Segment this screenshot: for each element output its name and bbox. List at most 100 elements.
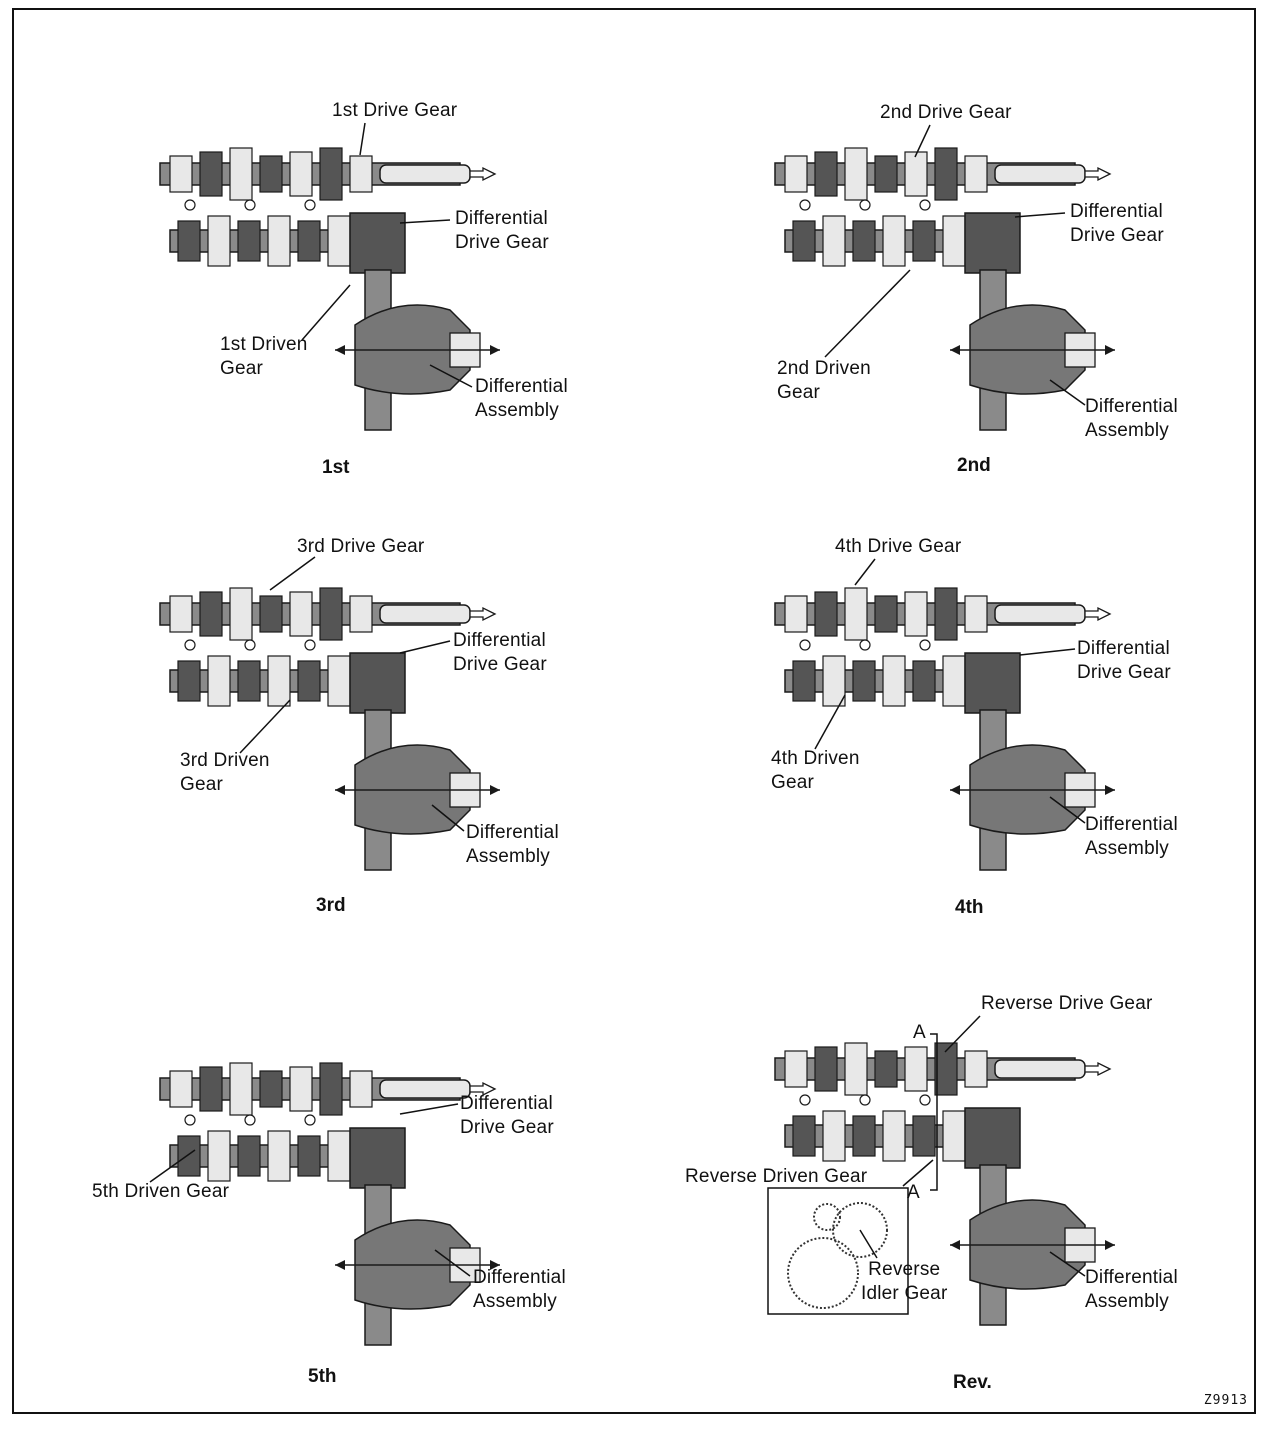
axle-arrow-right-icon — [1105, 345, 1115, 355]
transaxle-drawing-reverse — [774, 1042, 1115, 1326]
input-gear — [169, 595, 193, 633]
input-gear — [844, 587, 868, 641]
bearing-detail — [859, 639, 871, 651]
output-gear — [237, 1135, 261, 1177]
input-gear — [199, 151, 223, 197]
input-gear — [289, 1066, 313, 1112]
output-gear — [177, 1135, 201, 1177]
differential-drive-gear — [964, 1107, 1021, 1169]
axle-arrow-left-icon — [335, 345, 345, 355]
input-gear — [814, 1046, 838, 1092]
output-gear — [297, 220, 321, 262]
input-arrow-icon — [469, 166, 497, 182]
output-gear — [207, 655, 231, 707]
input-gear — [319, 1062, 343, 1116]
input-gear — [229, 587, 253, 641]
input-gear — [844, 1042, 868, 1096]
bearing-detail — [244, 639, 256, 651]
input-gear — [229, 1062, 253, 1116]
input-gear — [349, 155, 373, 193]
axle-arrow-left-icon — [335, 1260, 345, 1270]
axle-arrow-left-icon — [950, 785, 960, 795]
output-gear — [177, 660, 201, 702]
input-gear — [874, 1050, 898, 1088]
input-gear — [964, 1050, 988, 1088]
input-gear — [319, 147, 343, 201]
bearing-detail — [799, 1094, 811, 1106]
leader-lines — [239, 556, 465, 832]
bearing-detail — [304, 199, 316, 211]
panel-caption: Rev. — [953, 1372, 992, 1393]
input-gear — [964, 155, 988, 193]
input-gear — [259, 595, 283, 633]
transaxle-drawing-1st — [159, 147, 500, 431]
input-gear — [874, 155, 898, 193]
output-gear — [207, 1130, 231, 1182]
label-drive-gear: 3rd Drive Gear — [297, 536, 425, 557]
bearing-detail — [919, 199, 931, 211]
bearing-detail — [799, 199, 811, 211]
axle-arrow-right-icon — [1105, 1240, 1115, 1250]
leader-lines — [149, 1103, 471, 1277]
input-gear — [814, 151, 838, 197]
differential-drive-gear — [349, 652, 406, 714]
input-gear — [289, 151, 313, 197]
leader-lines — [824, 124, 1086, 406]
input-arrow-icon — [1084, 166, 1112, 182]
output-gear — [237, 660, 261, 702]
axle-arrow-left-icon — [335, 785, 345, 795]
output-gear — [792, 660, 816, 702]
output-gear — [792, 1115, 816, 1157]
reverse-idler-inset — [767, 1187, 909, 1315]
transaxle-drawing-3rd — [159, 587, 500, 871]
bearing-detail — [244, 199, 256, 211]
output-gear — [207, 215, 231, 267]
input-gear — [169, 155, 193, 193]
output-gear — [882, 655, 906, 707]
leader-lines — [902, 1015, 1086, 1277]
input-gear — [784, 1050, 808, 1088]
differential-drive-gear — [964, 212, 1021, 274]
output-gear — [267, 1130, 291, 1182]
figure-frame — [12, 8, 1256, 1414]
axle-arrow-right-icon — [490, 785, 500, 795]
input-gear — [349, 595, 373, 633]
leader-lines — [301, 122, 473, 388]
bearing-detail — [919, 1094, 931, 1106]
output-gear — [297, 1135, 321, 1177]
output-gear — [912, 220, 936, 262]
section-marker-a-bottom: A — [907, 1182, 920, 1203]
label-drive-gear: 1st Drive Gear — [332, 100, 458, 121]
bearing-detail — [799, 639, 811, 651]
input-arrow-icon — [1084, 606, 1112, 622]
input-gear — [874, 595, 898, 633]
output-gear — [852, 220, 876, 262]
panel-caption: 5th — [308, 1366, 337, 1387]
output-gear — [297, 660, 321, 702]
input-gear — [904, 591, 928, 637]
output-gear — [822, 655, 846, 707]
output-gear — [882, 1110, 906, 1162]
input-gear — [319, 587, 343, 641]
output-gear — [852, 1115, 876, 1157]
input-gear — [784, 155, 808, 193]
bearing-detail — [859, 1094, 871, 1106]
axle-arrow-right-icon — [490, 1260, 500, 1270]
output-gear — [237, 220, 261, 262]
panel-caption: 4th — [955, 897, 984, 918]
input-gear — [844, 147, 868, 201]
label-driven-gear: Reverse Driven Gear — [685, 1166, 868, 1187]
transaxle-drawing-4th — [774, 587, 1115, 871]
figure-id: Z9913 — [1203, 1393, 1248, 1408]
output-gear — [822, 1110, 846, 1162]
panel-caption: 3rd — [316, 895, 346, 916]
bearing-detail — [184, 199, 196, 211]
